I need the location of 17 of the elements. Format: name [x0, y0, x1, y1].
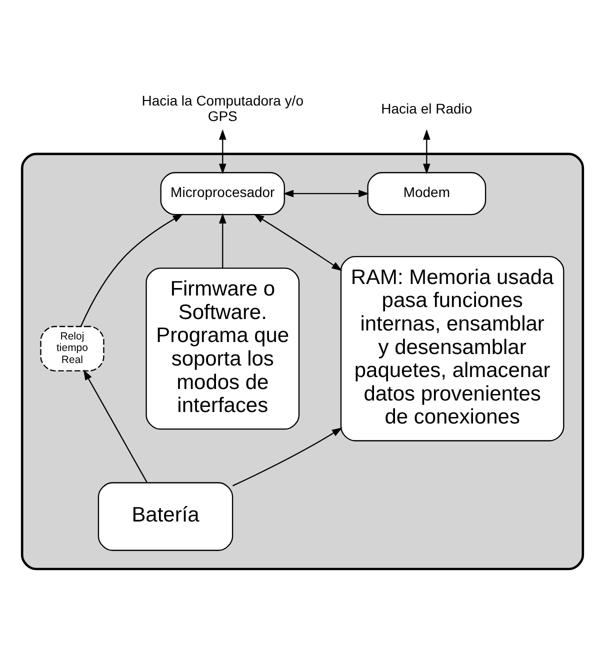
- node-box: Batería: [98, 482, 234, 550]
- arrow: [254, 213, 342, 270]
- node-box: Microprocesador: [160, 172, 286, 215]
- node-box: Firmware o Software. Programa que soporta los modos de interfaces: [146, 267, 300, 430]
- arrow: [283, 189, 370, 197]
- arrow: [422, 128, 430, 174]
- node-text: Hacia el Radio: [381, 100, 472, 116]
- arrow: [80, 213, 184, 326]
- node-text: Hacia la Computadora y/o GPS: [142, 92, 304, 124]
- arrow: [218, 128, 226, 174]
- arrow: [218, 212, 226, 268]
- arrow: [232, 427, 342, 486]
- node-box: RAM: Memoria usada pasa funciones internas, ensamblar y desensamblar paquetes, almacenar datos provenientes de conexiones: [340, 255, 564, 441]
- node-box: Modem: [367, 172, 486, 215]
- cluster: [20, 152, 584, 570]
- arrow: [83, 369, 148, 482]
- node-box: Reloj tiempo Real: [40, 325, 104, 371]
